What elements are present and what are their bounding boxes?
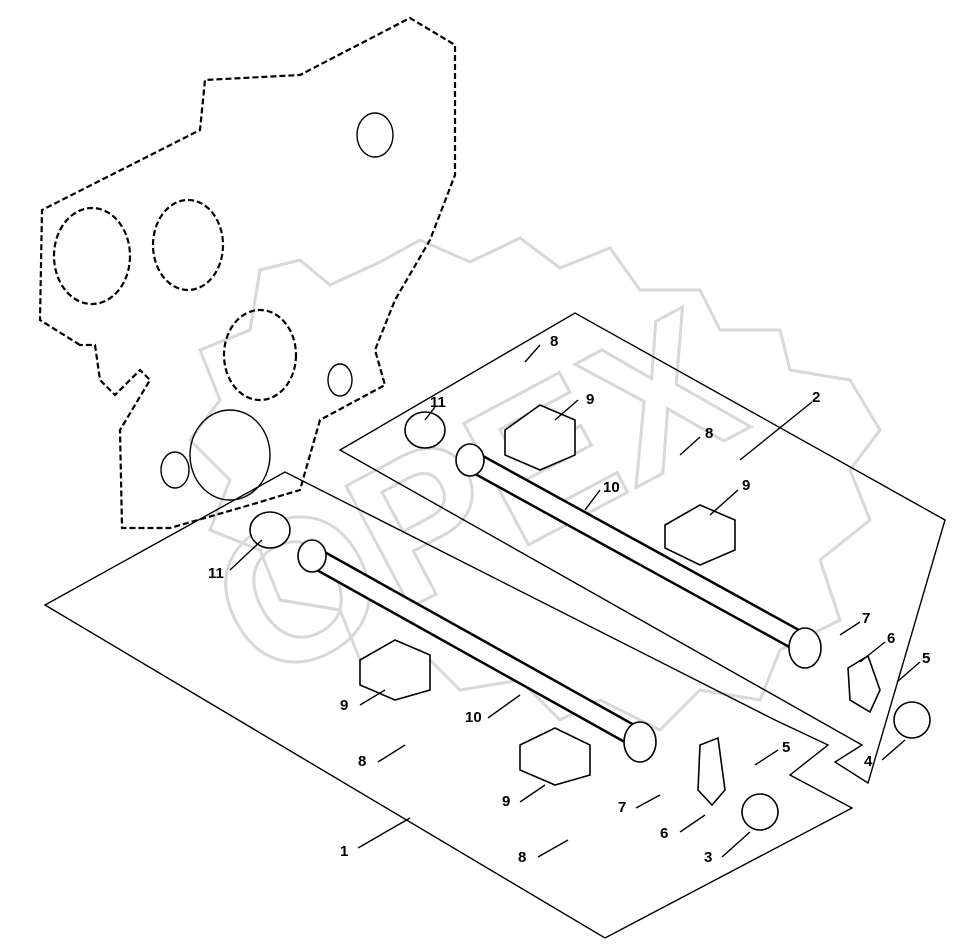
- callout-9: 9: [742, 477, 750, 494]
- callout-8: 8: [518, 849, 526, 866]
- camshaft-upper: [404, 404, 931, 739]
- callout-9: 9: [586, 391, 594, 408]
- callout-10: 10: [603, 479, 620, 496]
- callout-5: 5: [922, 650, 930, 667]
- gear-housing-plate: [38, 16, 457, 530]
- callout-1: 1: [340, 843, 348, 860]
- callout-6: 6: [887, 630, 895, 647]
- callout-9: 9: [340, 697, 348, 714]
- callout-7: 7: [618, 799, 626, 816]
- callout-10: 10: [465, 709, 482, 726]
- callout-11: 11: [430, 394, 446, 411]
- callout-8: 8: [705, 425, 713, 442]
- kit-outline-2: [338, 312, 946, 785]
- callout-2: 2: [812, 389, 820, 406]
- kit-outline-1: [43, 471, 854, 939]
- callout-3: 3: [704, 849, 712, 866]
- camshaft-lower: [249, 511, 779, 831]
- callout-9: 9: [502, 793, 510, 810]
- callout-7: 7: [862, 610, 870, 627]
- callout-4: 4: [864, 753, 873, 770]
- leader-lines: [229, 344, 921, 858]
- callout-8: 8: [358, 753, 366, 770]
- callout-11: 11: [208, 565, 224, 582]
- callout-5: 5: [782, 739, 790, 756]
- callout-8: 8: [550, 333, 558, 350]
- callout-6: 6: [660, 825, 668, 842]
